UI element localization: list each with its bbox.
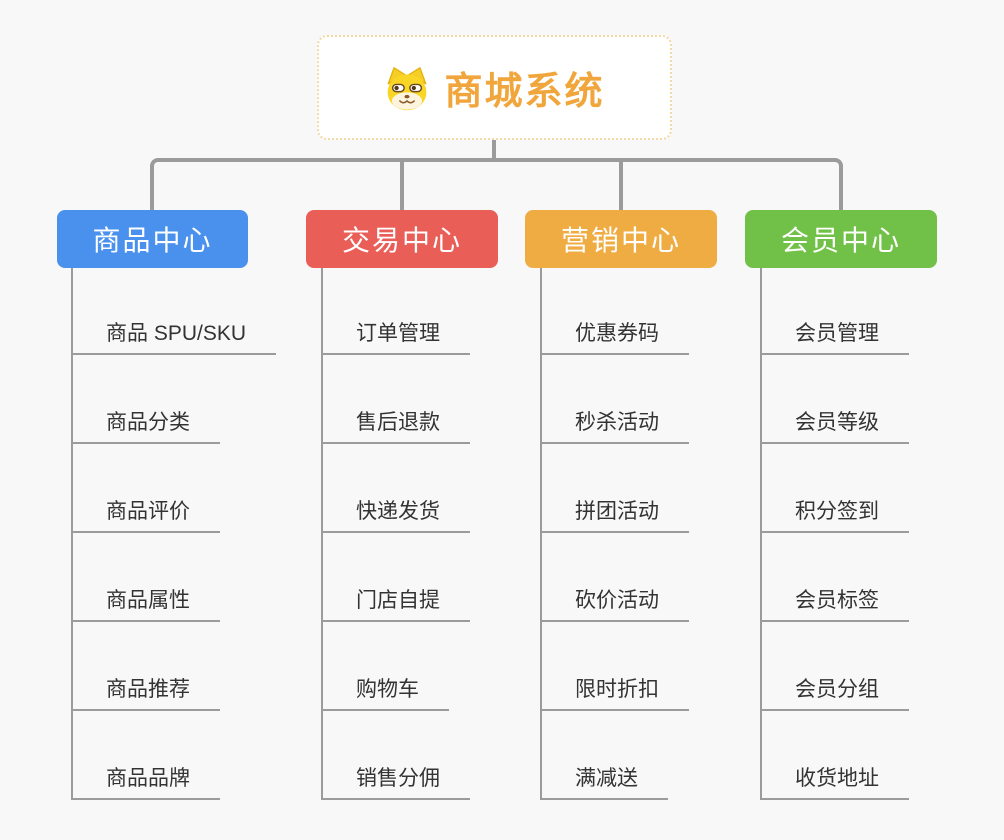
sub-topic[interactable]: 商品评价 bbox=[71, 499, 220, 533]
sub-topic[interactable]: 砍价活动 bbox=[540, 588, 689, 622]
connector-trunk-4 bbox=[760, 268, 762, 800]
sub-topic[interactable]: 会员管理 bbox=[760, 321, 909, 355]
connector-trunk-1 bbox=[71, 268, 73, 800]
dog-face-icon bbox=[384, 65, 430, 111]
connector-drop-4 bbox=[839, 170, 843, 210]
sub-topic[interactable]: 优惠券码 bbox=[540, 321, 689, 355]
connector-corner-left bbox=[150, 158, 162, 170]
connector-drop-3 bbox=[619, 158, 623, 210]
sub-topic[interactable]: 商品品牌 bbox=[71, 766, 220, 800]
connector-bus bbox=[162, 158, 831, 162]
sub-topic[interactable]: 购物车 bbox=[321, 677, 449, 711]
sub-topic[interactable]: 订单管理 bbox=[321, 321, 470, 355]
branch-topic-member-center[interactable]: 会员中心 bbox=[745, 210, 937, 268]
sub-topic[interactable]: 积分签到 bbox=[760, 499, 909, 533]
sub-topic[interactable]: 会员等级 bbox=[760, 410, 909, 444]
sub-topic[interactable]: 满减送 bbox=[540, 766, 668, 800]
sub-topic[interactable]: 门店自提 bbox=[321, 588, 470, 622]
sub-topic[interactable]: 商品属性 bbox=[71, 588, 220, 622]
root-topic[interactable]: 商城系统 bbox=[317, 35, 672, 140]
sub-topic[interactable]: 商品 SPU/SKU bbox=[71, 321, 277, 355]
connector-trunk-3 bbox=[540, 268, 542, 800]
connector-root-drop bbox=[492, 140, 496, 162]
connector-trunk-2 bbox=[321, 268, 323, 800]
sub-topic[interactable]: 商品分类 bbox=[71, 410, 220, 444]
sub-topic[interactable]: 快递发货 bbox=[321, 499, 470, 533]
branch-topic-trade-center[interactable]: 交易中心 bbox=[306, 210, 498, 268]
sub-topic[interactable]: 会员分组 bbox=[760, 677, 909, 711]
sub-topic[interactable]: 收货地址 bbox=[760, 766, 909, 800]
root-topic-label: 商城系统 bbox=[444, 71, 605, 113]
sub-topic[interactable]: 限时折扣 bbox=[540, 677, 689, 711]
sub-topic[interactable]: 销售分佣 bbox=[321, 766, 470, 800]
sub-topic[interactable]: 售后退款 bbox=[321, 410, 470, 444]
connector-corner-right bbox=[831, 158, 843, 170]
sub-topic[interactable]: 商品推荐 bbox=[71, 677, 220, 711]
branch-topic-product-center[interactable]: 商品中心 bbox=[57, 210, 248, 268]
sub-topic[interactable]: 会员标签 bbox=[760, 588, 909, 622]
sub-topic[interactable]: 秒杀活动 bbox=[540, 410, 689, 444]
connector-drop-1 bbox=[150, 170, 154, 210]
sub-topic[interactable]: 拼团活动 bbox=[540, 499, 689, 533]
connector-drop-2 bbox=[400, 158, 404, 210]
branch-topic-marketing-center[interactable]: 营销中心 bbox=[525, 210, 717, 268]
